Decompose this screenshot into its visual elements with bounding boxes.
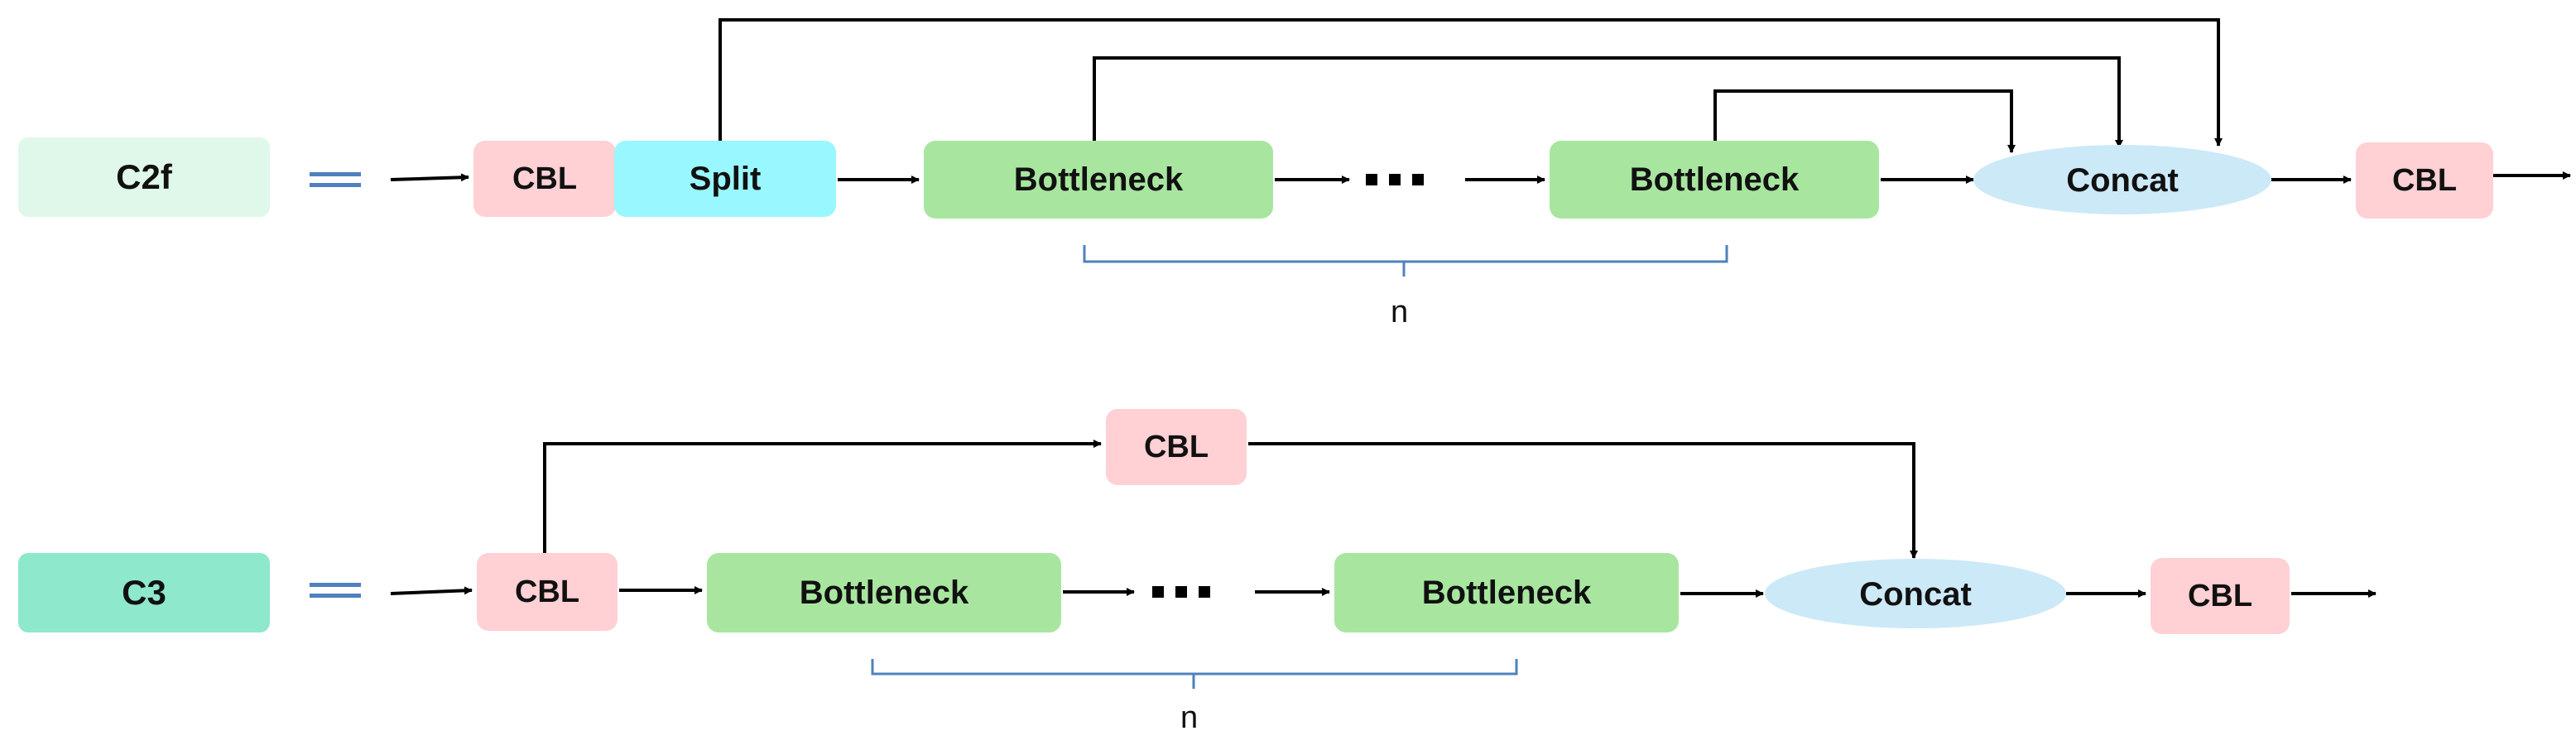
c3-bottleneck-first-box: Bottleneck	[707, 553, 1061, 632]
c2f-bottleneck-last-text: Bottleneck	[1629, 161, 1800, 198]
c3-module-label: C3	[18, 553, 270, 632]
c2f-cbl-out-box: CBL	[2356, 142, 2493, 219]
c2f-module-label-text: C2f	[116, 157, 172, 196]
c3-equals-sign	[310, 583, 361, 598]
c2f-concat-ellipse	[1973, 145, 2271, 214]
c2f-cbl-out-text: CBL	[2391, 162, 2458, 198]
c2f-split-text: Split	[689, 160, 762, 197]
c3-cbl-out-box: CBL	[2151, 558, 2290, 634]
c2f-concat-label: Concat	[1973, 149, 2271, 212]
c3-module-label-text: C3	[122, 573, 166, 612]
c2f-ellipsis-dots	[1366, 174, 1424, 185]
branch-cbl-branch-to-concat	[1248, 442, 1918, 559]
c2f-connections	[390, 18, 2571, 184]
c3-repeat-count: n	[1180, 700, 1199, 735]
c2f-module-label: C2f	[18, 137, 270, 217]
c3-concat-text: Concat	[1859, 575, 1972, 613]
c3-concat-label: Concat	[1765, 563, 2066, 626]
arrow-equals-to-cbl-in	[390, 586, 473, 595]
arrow-equals-to-cbl-in	[390, 173, 469, 182]
c2f-concat-text: Concat	[2066, 161, 2179, 199]
c3-cbl-in-box: CBL	[477, 553, 618, 631]
c2f-repeat-brace	[1083, 245, 1728, 277]
c3-cbl-branch-box: CBL	[1106, 409, 1247, 485]
c3-cbl-out-text: CBL	[2187, 578, 2253, 613]
c3-repeat-brace	[871, 659, 1518, 689]
c2f-bottleneck-first-box: Bottleneck	[924, 141, 1273, 219]
c3-concat-ellipse	[1765, 559, 2066, 628]
c3-cbl-branch-text: CBL	[1143, 429, 1209, 464]
c3-bottleneck-last-box: Bottleneck	[1334, 553, 1679, 632]
c2f-bottleneck-first-text: Bottleneck	[1013, 161, 1184, 198]
c2f-repeat-count: n	[1391, 295, 1409, 329]
c3-cbl-in-text: CBL	[514, 574, 580, 609]
c3-bottleneck-first-text: Bottleneck	[799, 574, 969, 611]
skip-split-to-concat	[718, 18, 2223, 147]
c2f-bottleneck-last-box: Bottleneck	[1550, 141, 1879, 219]
c2f-cbl-in-box: CBL	[473, 141, 616, 217]
skip-bottleneck-last-to-concat	[1713, 89, 2016, 153]
branch-cbl-in-to-cbl-branch	[543, 440, 1102, 553]
c3-ellipsis-dots	[1152, 586, 1210, 598]
c3-connections	[390, 440, 2377, 598]
c3-bottleneck-last-text: Bottleneck	[1421, 574, 1592, 611]
c2f-cbl-in-text: CBL	[512, 161, 578, 196]
c2f-split-box: Split	[614, 141, 836, 217]
c2f-equals-sign	[310, 172, 361, 187]
skip-bottleneck-first-to-concat	[1093, 56, 2123, 148]
